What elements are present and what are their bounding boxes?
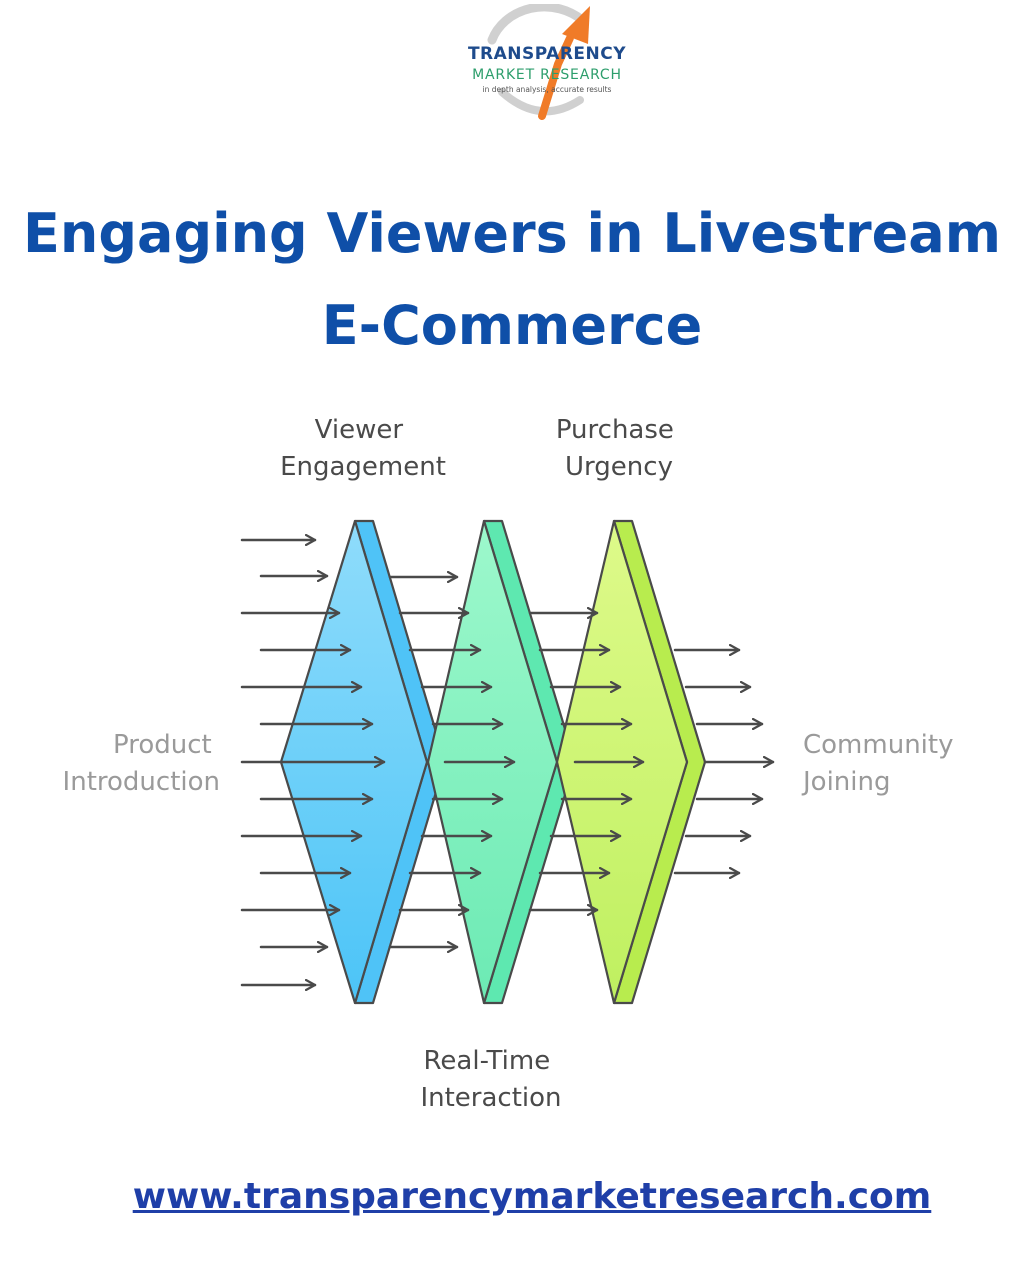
- output-arrows: [673, 650, 775, 873]
- middle-arrows-1: [388, 577, 516, 947]
- stage-label-purchase-urgency: Purchase Urgency: [556, 415, 682, 482]
- stage-label-viewer-engagement: Viewer Engagement: [280, 415, 446, 482]
- logo-tagline: in depth analysis, accurate results: [482, 85, 612, 94]
- middle-arrows-2: [528, 613, 645, 910]
- logo-wordmark: TRANSPARENCY: [467, 44, 627, 64]
- stage-label-real-time-interaction: Real-Time Interaction: [420, 1046, 561, 1113]
- website-link[interactable]: www.transparencymarketresearch.com: [132, 1176, 932, 1217]
- logo-arrow-icon: [487, 4, 590, 120]
- page-title-line-1: Engaging Viewers in Livestream: [23, 202, 1001, 265]
- input-label-product-introduction: Product Introduction: [63, 730, 220, 797]
- page-title-line-2: E-Commerce: [321, 294, 703, 357]
- page-title: Engaging Viewers in Livestream E-Commerc…: [0, 188, 1024, 372]
- output-label-community-joining: Community Joining: [801, 730, 962, 797]
- input-arrows: [240, 540, 386, 985]
- company-logo: TRANSPARENCY MARKET RESEARCH in depth an…: [462, 4, 632, 126]
- logo-subtitle: MARKET RESEARCH: [472, 67, 622, 83]
